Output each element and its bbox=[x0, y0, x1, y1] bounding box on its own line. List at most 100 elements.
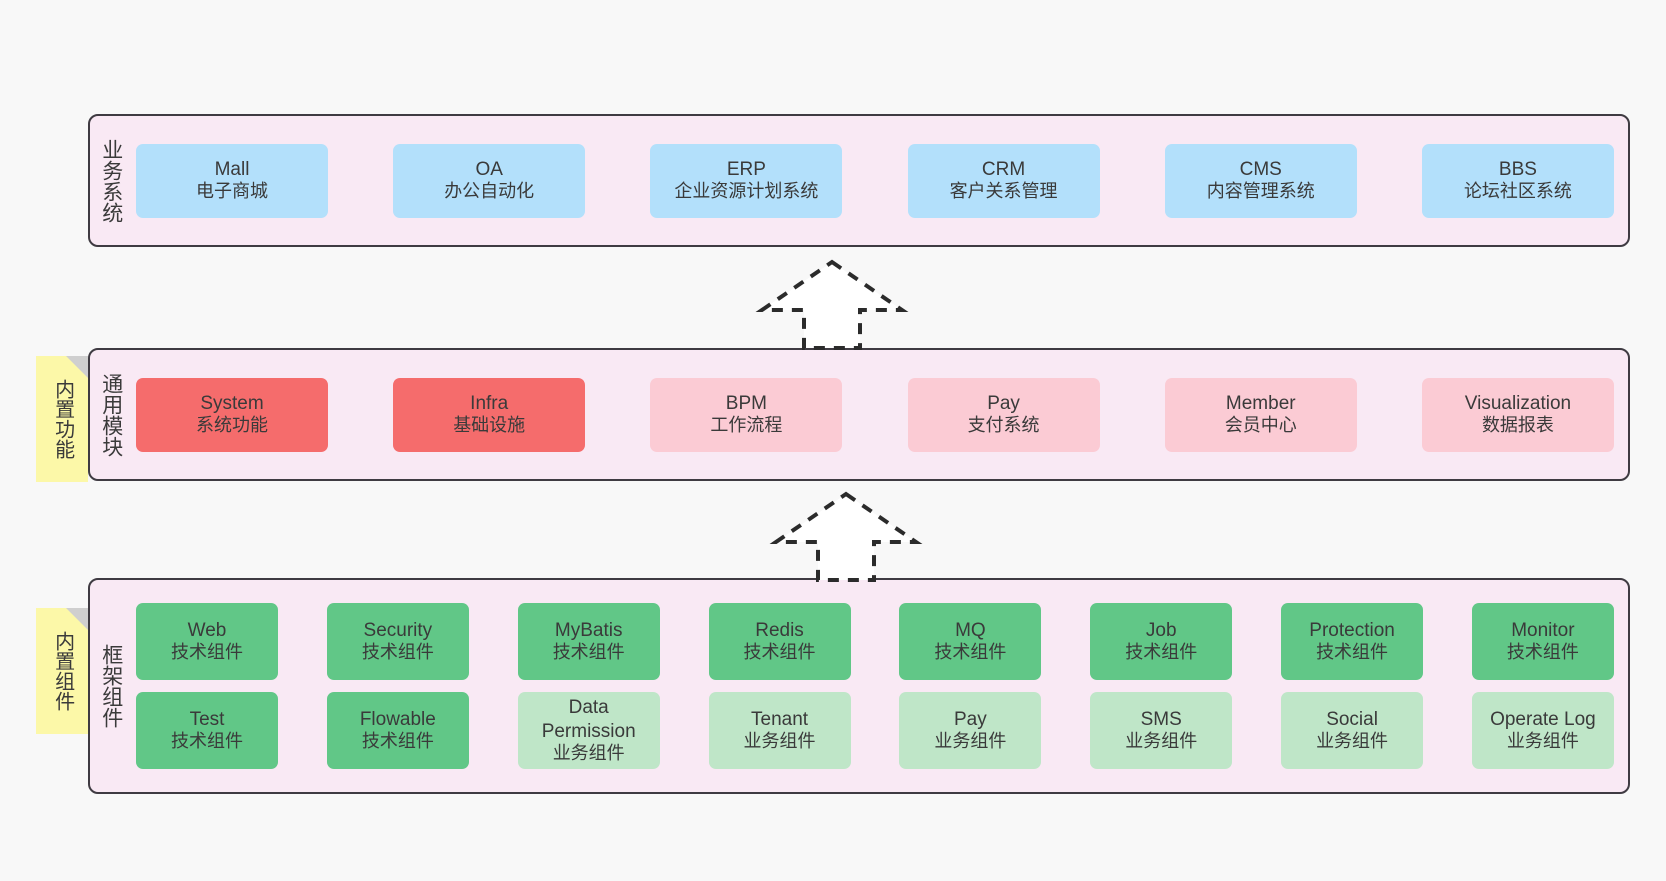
card-title-en: OA bbox=[475, 158, 503, 180]
card-title-cn: 技术组件 bbox=[743, 642, 816, 663]
card-tenant[interactable]: Tenant 业务组件 bbox=[708, 692, 851, 769]
card-title-en: Job bbox=[1145, 619, 1177, 641]
layer-common-modules: 通用模块 System 系统功能 Infra 基础设施 BPM 工作流程 Pay… bbox=[88, 348, 1630, 481]
card-title-cn: 电子商城 bbox=[196, 181, 268, 202]
note-built-in-features: 内置功能 bbox=[36, 356, 88, 482]
card-crm[interactable]: CRM 客户关系管理 bbox=[907, 143, 1100, 218]
card-title-en: BPM bbox=[725, 392, 767, 414]
card-title-en: Mall bbox=[214, 158, 250, 180]
card-row: Mall 电子商城 OA 办公自动化 ERP 企业资源计划系统 CRM 客户关系… bbox=[136, 143, 1614, 218]
card-pay[interactable]: Pay 支付系统 bbox=[907, 377, 1100, 452]
card-title-cn: 业务组件 bbox=[1316, 731, 1389, 752]
card-title-cn: 客户关系管理 bbox=[949, 181, 1058, 202]
card-bpm[interactable]: BPM 工作流程 bbox=[650, 377, 843, 452]
card-title-en: MQ bbox=[955, 619, 986, 641]
connector-implement-arrow bbox=[769, 491, 923, 582]
card-title-cn: 工作流程 bbox=[710, 415, 783, 436]
card-web[interactable]: Web 技术组件 bbox=[136, 603, 278, 680]
card-operate-log[interactable]: Operate Log 业务组件 bbox=[1471, 692, 1614, 769]
card-title-en: CMS bbox=[1239, 158, 1282, 180]
card-monitor[interactable]: Monitor 技术组件 bbox=[1471, 603, 1614, 680]
connector-build-arrow bbox=[755, 259, 909, 350]
card-title-en: Member bbox=[1225, 392, 1296, 414]
card-title-en: Operate Log bbox=[1490, 708, 1596, 730]
card-title-cn: 技术组件 bbox=[1506, 642, 1579, 663]
card-flowable[interactable]: Flowable 技术组件 bbox=[326, 692, 469, 769]
card-title-en: Redis bbox=[755, 619, 804, 641]
card-bbs[interactable]: BBS 论坛社区系统 bbox=[1421, 143, 1614, 218]
card-mq[interactable]: MQ 技术组件 bbox=[899, 603, 1042, 680]
card-mybatis[interactable]: MyBatis 技术组件 bbox=[517, 603, 660, 680]
card-title-cn: 技术组件 bbox=[361, 731, 434, 752]
layer-business-systems: 业务系统 Mall 电子商城 OA 办公自动化 ERP 企业资源计划系统 CRM… bbox=[88, 114, 1630, 247]
layer-body-business-systems: Mall 电子商城 OA 办公自动化 ERP 企业资源计划系统 CRM 客户关系… bbox=[132, 116, 1628, 245]
card-title-en: Tenant bbox=[751, 708, 809, 730]
card-title-en: Data Permission bbox=[541, 697, 636, 742]
card-row: System 系统功能 Infra 基础设施 BPM 工作流程 Pay 支付系统… bbox=[136, 377, 1614, 452]
card-visualization[interactable]: Visualization 数据报表 bbox=[1421, 377, 1614, 452]
card-title-cn: 技术组件 bbox=[1316, 642, 1389, 663]
card-title-cn: 论坛社区系统 bbox=[1463, 181, 1572, 202]
card-title-cn: 技术组件 bbox=[361, 642, 434, 663]
card-infra[interactable]: Infra 基础设施 bbox=[393, 377, 586, 452]
card-erp[interactable]: ERP 企业资源计划系统 bbox=[650, 143, 843, 218]
card-title-cn: 业务组件 bbox=[1125, 731, 1198, 752]
card-pay-business[interactable]: Pay 业务组件 bbox=[899, 692, 1042, 769]
card-title-cn: 业务组件 bbox=[934, 731, 1007, 752]
card-protection[interactable]: Protection 技术组件 bbox=[1281, 603, 1424, 680]
card-sms[interactable]: SMS 业务组件 bbox=[1090, 692, 1233, 769]
card-row: Web 技术组件 Security 技术组件 MyBatis 技术组件 Redi… bbox=[136, 603, 1614, 680]
card-job[interactable]: Job 技术组件 bbox=[1090, 603, 1233, 680]
card-title-en: MyBatis bbox=[554, 619, 623, 641]
card-title-cn: 技术组件 bbox=[1125, 642, 1198, 663]
card-title-en: Test bbox=[189, 708, 225, 730]
card-title-en: ERP bbox=[726, 158, 766, 180]
card-title-cn: 数据报表 bbox=[1481, 415, 1554, 436]
card-oa[interactable]: OA 办公自动化 bbox=[393, 143, 586, 218]
card-title-en: Web bbox=[187, 619, 227, 641]
card-title-en: BBS bbox=[1498, 158, 1537, 180]
card-title-en: Social bbox=[1326, 708, 1378, 730]
card-title-en: Flowable bbox=[359, 708, 436, 730]
layer-body-framework-components: Web 技术组件 Security 技术组件 MyBatis 技术组件 Redi… bbox=[132, 580, 1628, 792]
card-redis[interactable]: Redis 技术组件 bbox=[708, 603, 851, 680]
note-built-in-components: 内置组件 bbox=[36, 608, 88, 734]
card-member[interactable]: Member 会员中心 bbox=[1164, 377, 1357, 452]
card-test[interactable]: Test 技术组件 bbox=[136, 692, 278, 769]
card-title-en: Monitor bbox=[1511, 619, 1575, 641]
card-title-cn: 业务组件 bbox=[552, 742, 625, 763]
card-title-en: Visualization bbox=[1464, 392, 1572, 414]
card-title-en: System bbox=[200, 392, 264, 414]
card-title-cn: 基础设施 bbox=[453, 415, 526, 436]
card-title-en: Security bbox=[363, 619, 433, 641]
card-title-cn: 技术组件 bbox=[552, 642, 625, 663]
card-mall[interactable]: Mall 电子商城 bbox=[136, 143, 328, 218]
layer-title-framework-components: 框架组件 bbox=[99, 644, 123, 728]
card-title-cn: 技术组件 bbox=[934, 642, 1007, 663]
layer-title-common-modules: 通用模块 bbox=[99, 372, 123, 457]
card-title-en: SMS bbox=[1140, 708, 1182, 730]
card-title-cn: 企业资源计划系统 bbox=[674, 181, 819, 202]
card-title-cn: 系统功能 bbox=[196, 415, 268, 436]
layer-framework-components: 框架组件 Web 技术组件 Security 技术组件 MyBatis 技术组件… bbox=[88, 578, 1630, 794]
layer-body-common-modules: System 系统功能 Infra 基础设施 BPM 工作流程 Pay 支付系统… bbox=[132, 350, 1628, 479]
card-title-en: Pay bbox=[987, 392, 1020, 414]
card-title-cn: 内容管理系统 bbox=[1206, 181, 1315, 202]
note-label: 内置组件 bbox=[51, 631, 74, 711]
card-security[interactable]: Security 技术组件 bbox=[326, 603, 469, 680]
note-label: 内置功能 bbox=[51, 379, 74, 459]
card-system[interactable]: System 系统功能 bbox=[136, 377, 328, 452]
card-data-permission[interactable]: Data Permission 业务组件 bbox=[517, 692, 660, 769]
card-title-cn: 办公自动化 bbox=[444, 181, 535, 202]
card-title-cn: 支付系统 bbox=[967, 415, 1040, 436]
card-cms[interactable]: CMS 内容管理系统 bbox=[1164, 143, 1357, 218]
card-social[interactable]: Social 业务组件 bbox=[1281, 692, 1424, 769]
card-title-cn: 技术组件 bbox=[171, 642, 243, 663]
card-row: Test 技术组件 Flowable 技术组件 Data Permission … bbox=[136, 692, 1614, 769]
card-title-cn: 技术组件 bbox=[171, 731, 243, 752]
card-title-en: Infra bbox=[470, 392, 509, 414]
card-title-en: Protection bbox=[1309, 619, 1395, 641]
note-fold-corner-icon bbox=[66, 608, 88, 630]
note-fold-corner-icon bbox=[66, 356, 88, 378]
